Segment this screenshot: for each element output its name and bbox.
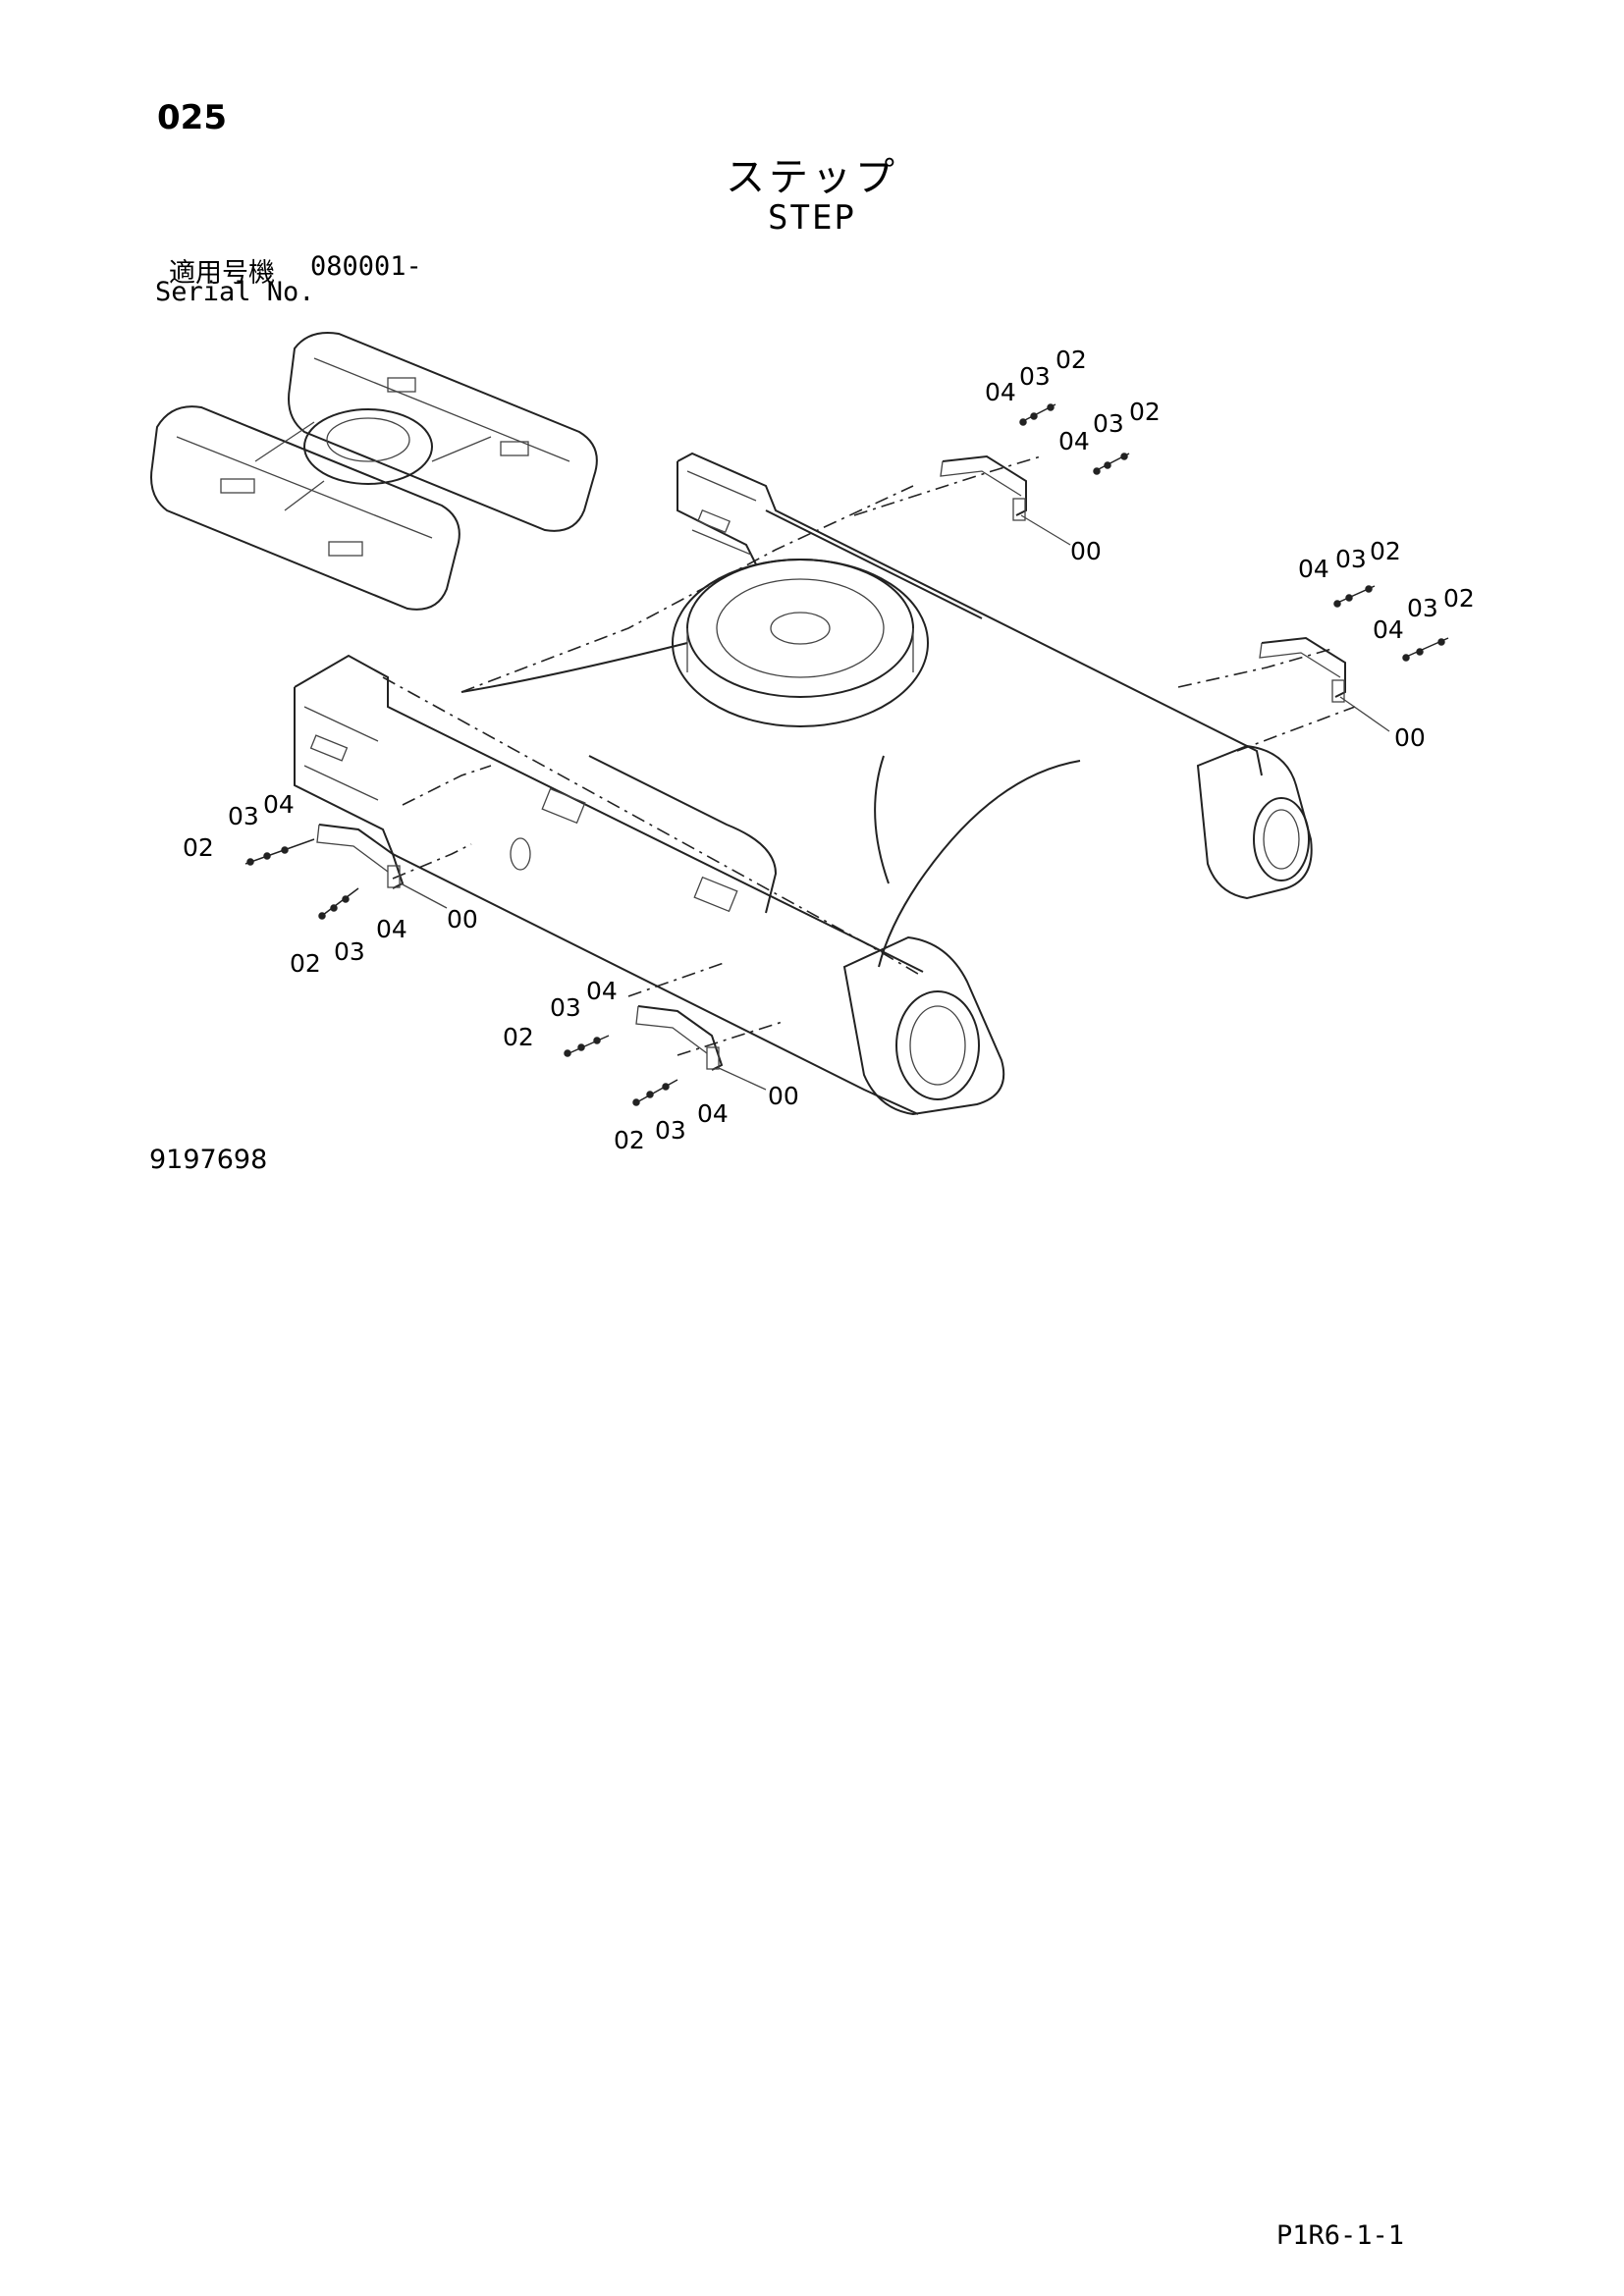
sheet-code: P1R6-1-1 [1276,2220,1405,2251]
page-number: 025 [157,98,227,137]
title-english: STEP [768,198,856,238]
callout-02: 02 [1129,398,1161,426]
callout-04: 04 [1373,615,1404,644]
callout-04: 04 [263,790,295,819]
callout-04: 04 [697,1099,729,1128]
callout-00: 00 [1394,723,1426,752]
step-bracket-upper-2 [1259,636,1346,703]
drawing-number: 9197698 [149,1145,268,1175]
callout-02: 02 [183,833,214,862]
step-bracket-lower-1 [316,824,405,889]
callout-labels: 04 03 02 04 03 02 00 04 03 02 04 03 02 0… [183,346,1475,1154]
inset-undercarriage-thumbnail [150,332,598,611]
callout-03: 03 [228,802,259,830]
callout-04: 04 [586,977,618,1005]
callout-04: 04 [376,915,407,943]
callout-02: 02 [290,949,321,978]
title-japanese: ステップ [726,155,898,200]
callout-03: 03 [334,937,365,966]
callout-03: 03 [1407,594,1438,622]
serial-value: 080001- [310,251,422,282]
callout-04: 04 [1298,555,1329,583]
track-frame-main [294,452,1313,1116]
callout-03: 03 [1335,545,1367,573]
step-bracket-upper-1 [940,454,1027,521]
callout-02: 02 [1370,537,1401,565]
callout-03: 03 [1019,362,1051,391]
callout-00: 00 [768,1082,799,1110]
callout-03: 03 [1093,409,1124,438]
step-bracket-lower-2 [635,1005,724,1071]
callout-03: 03 [550,993,581,1022]
callout-00: 00 [1070,537,1102,565]
callout-02: 02 [1443,584,1475,613]
callout-04: 04 [1058,427,1090,455]
callout-02: 02 [1056,346,1087,374]
center-lines [382,455,1356,1056]
serial-label-japanese: 適用号機 [169,258,275,289]
callout-02: 02 [614,1126,645,1154]
callout-04: 04 [985,378,1016,406]
callout-03: 03 [655,1116,686,1145]
callout-00: 00 [447,905,478,934]
serial-label-english: Serial No. [155,277,315,307]
fasteners [244,403,1449,1106]
callout-02: 02 [503,1023,534,1051]
